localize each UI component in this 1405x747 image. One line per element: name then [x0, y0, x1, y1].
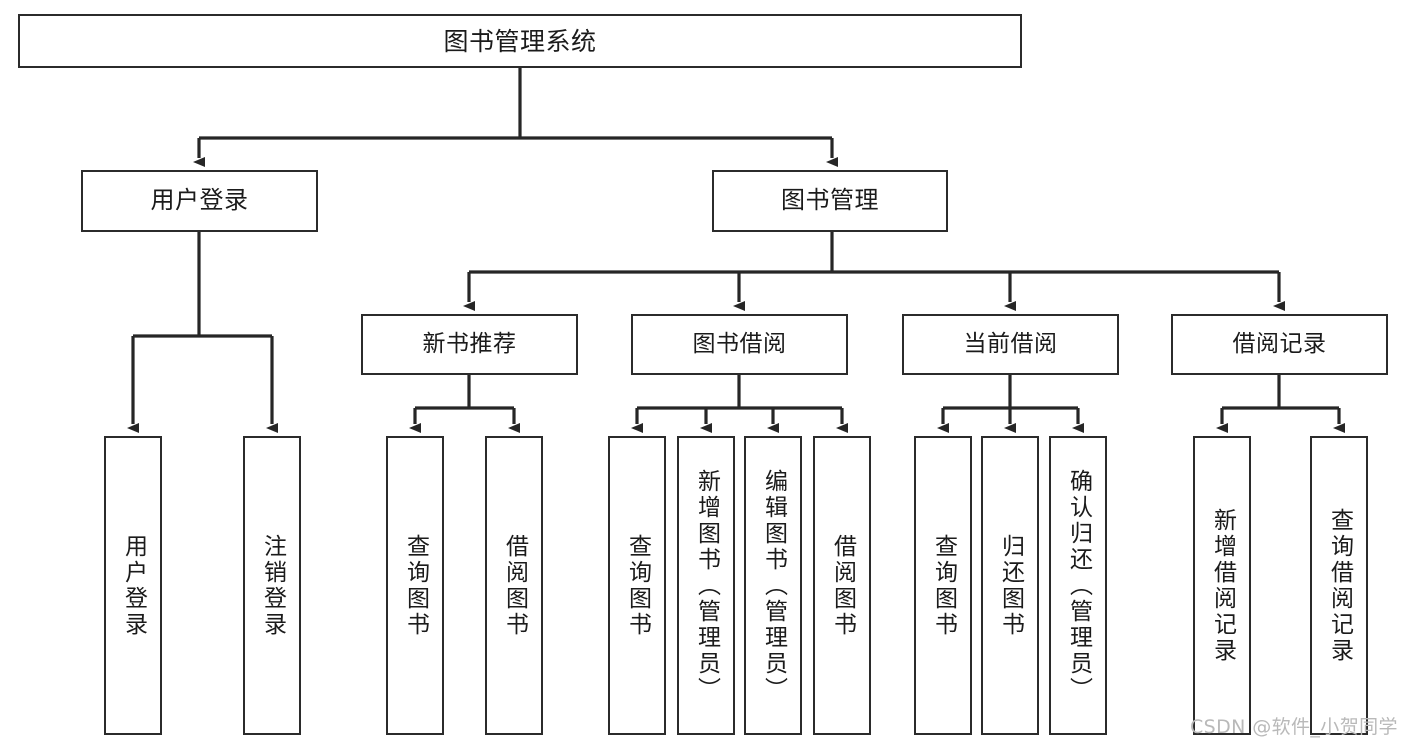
node-leaf-confirm-return-label: 确认归还（管理员） — [1065, 468, 1092, 703]
node-leaf-confirm-return[interactable]: 确认归还（管理员） — [1049, 436, 1107, 735]
node-borrow-record-label: 借阅记录 — [1232, 331, 1327, 358]
node-leaf-return-book-label: 归还图书 — [997, 533, 1024, 638]
node-leaf-add-book-label: 新增图书（管理员） — [693, 468, 720, 703]
node-leaf-edit-book[interactable]: 编辑图书（管理员） — [744, 436, 802, 735]
node-leaf-edit-book-label: 编辑图书（管理员） — [760, 468, 787, 703]
node-leaf-borrow-book-1[interactable]: 借阅图书 — [485, 436, 543, 735]
node-new-book-recommend[interactable]: 新书推荐 — [361, 314, 578, 375]
node-leaf-query-book-3[interactable]: 查询图书 — [914, 436, 972, 735]
node-book-borrow-label: 图书借阅 — [692, 331, 787, 358]
node-leaf-user-logout[interactable]: 注销登录 — [243, 436, 301, 735]
node-current-borrow-label: 当前借阅 — [963, 331, 1058, 358]
node-user-login[interactable]: 用户登录 — [81, 170, 318, 232]
node-leaf-add-record[interactable]: 新增借阅记录 — [1193, 436, 1251, 735]
node-leaf-user-login[interactable]: 用户登录 — [104, 436, 162, 735]
node-leaf-add-book[interactable]: 新增图书（管理员） — [677, 436, 735, 735]
node-leaf-query-book-3-label: 查询图书 — [930, 533, 957, 638]
node-root[interactable]: 图书管理系统 — [18, 14, 1022, 68]
node-leaf-query-book-2[interactable]: 查询图书 — [608, 436, 666, 735]
node-leaf-borrow-book-2[interactable]: 借阅图书 — [813, 436, 871, 735]
csdn-watermark: CSDN @软件_小贺同学 — [1190, 716, 1398, 738]
node-leaf-borrow-book-2-label: 借阅图书 — [829, 533, 856, 638]
node-user-login-label: 用户登录 — [150, 186, 249, 215]
node-leaf-user-logout-label: 注销登录 — [259, 533, 286, 638]
node-leaf-user-login-label: 用户登录 — [120, 533, 147, 638]
node-leaf-query-record[interactable]: 查询借阅记录 — [1310, 436, 1368, 735]
node-leaf-add-record-label: 新增借阅记录 — [1209, 507, 1236, 664]
node-borrow-record[interactable]: 借阅记录 — [1171, 314, 1388, 375]
node-leaf-query-book-1-label: 查询图书 — [402, 533, 429, 638]
node-leaf-query-record-label: 查询借阅记录 — [1326, 507, 1353, 664]
node-leaf-borrow-book-1-label: 借阅图书 — [501, 533, 528, 638]
node-root-label: 图书管理系统 — [443, 26, 597, 56]
node-current-borrow[interactable]: 当前借阅 — [902, 314, 1119, 375]
node-leaf-query-book-1[interactable]: 查询图书 — [386, 436, 444, 735]
node-new-book-recommend-label: 新书推荐 — [422, 331, 517, 358]
node-leaf-return-book[interactable]: 归还图书 — [981, 436, 1039, 735]
node-book-management-label: 图书管理 — [781, 186, 879, 215]
node-leaf-query-book-2-label: 查询图书 — [624, 533, 651, 638]
node-book-borrow[interactable]: 图书借阅 — [631, 314, 848, 375]
node-book-management[interactable]: 图书管理 — [712, 170, 948, 232]
